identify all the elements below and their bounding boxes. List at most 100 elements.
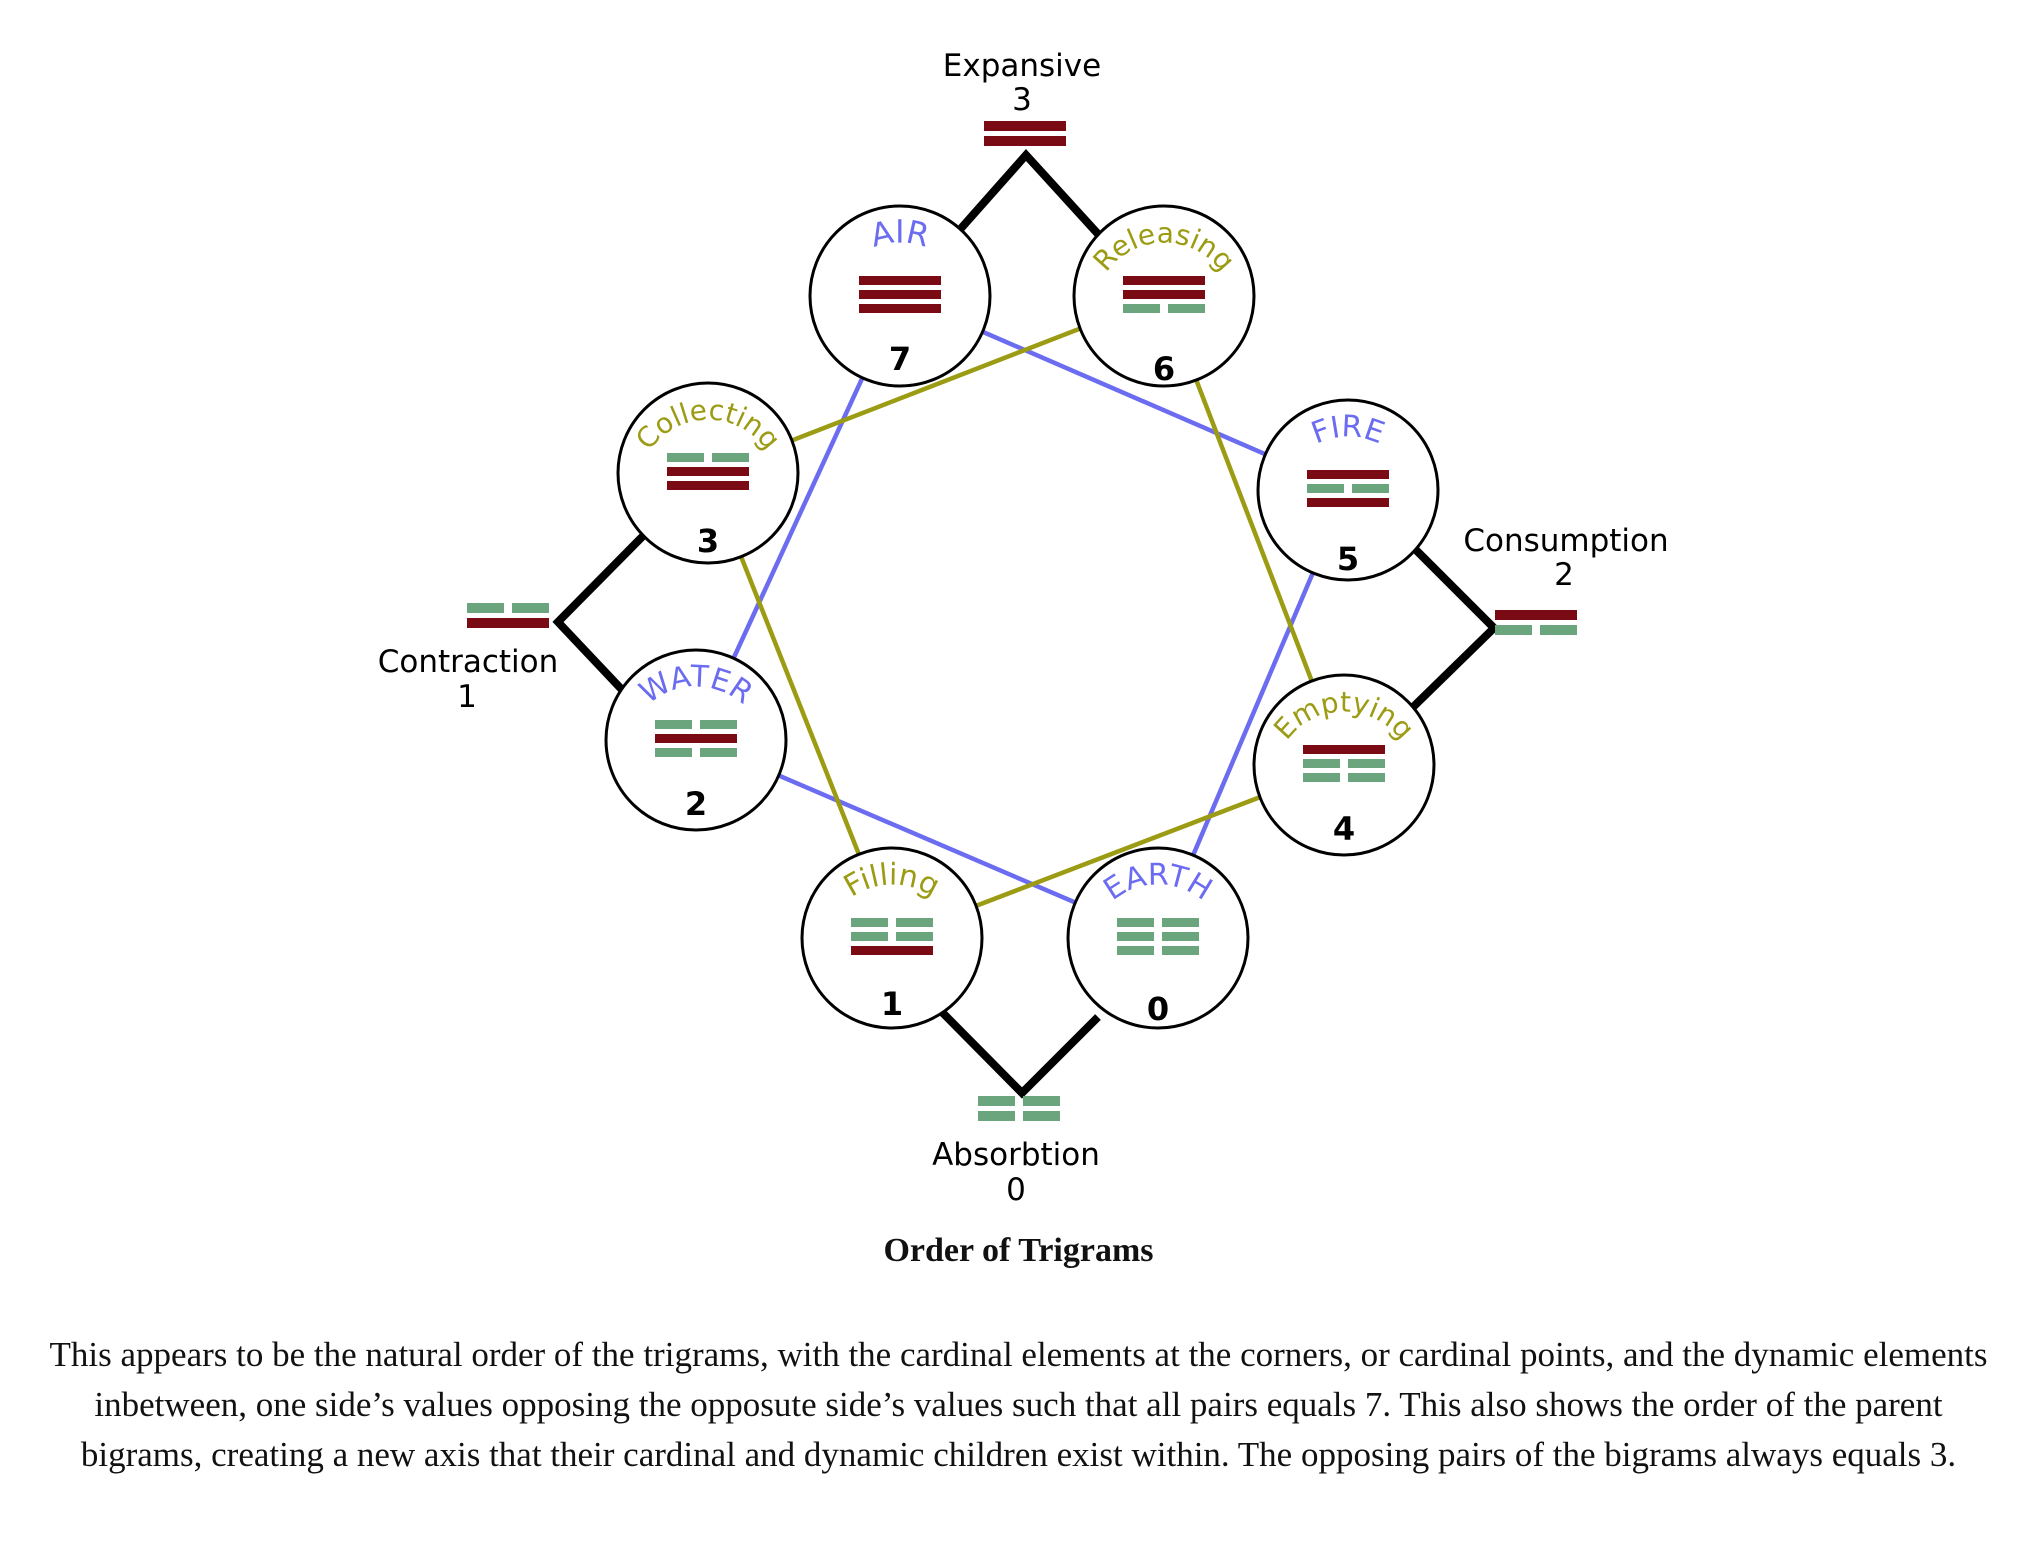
trigram-water-yin-line-1-left xyxy=(655,720,692,729)
trigram-earth-yin-line-1-left xyxy=(1117,918,1154,927)
bigram-absorbtion-name: Absorbtion xyxy=(932,1137,1100,1173)
trigram-filling-value: 1 xyxy=(881,985,903,1023)
trigram-fire-yin-line-2-right xyxy=(1352,484,1389,493)
trigram-water-value: 2 xyxy=(685,785,707,823)
trigram-earth-yin-line-3-left xyxy=(1117,946,1154,955)
trigram-releasing-yin-line-3-right xyxy=(1168,304,1205,313)
trigram-emptying-yang-line-1 xyxy=(1303,745,1385,754)
trigram-earth-yin-line-1-right xyxy=(1162,918,1199,927)
bigram-expansive-lines xyxy=(984,121,1066,146)
trigram-air-name: AIR xyxy=(867,213,933,255)
trigram-water-yin-line-1-right xyxy=(700,720,737,729)
trigram-releasing-yang-line-1 xyxy=(1123,276,1205,285)
trigram-fire-circle xyxy=(1256,398,1440,582)
trigram-filling-circle xyxy=(800,846,984,1030)
trigram-collecting-yin-line-1-right xyxy=(712,453,749,462)
bigram-contraction-lines xyxy=(467,603,549,628)
trigram-air-yang-line-3 xyxy=(859,304,941,313)
trigram-air-yang-line-1 xyxy=(859,276,941,285)
trigram-fire-yang-line-3 xyxy=(1307,498,1389,507)
trigram-earth-circle xyxy=(1066,846,1250,1030)
trigram-filling: Filling 1 xyxy=(800,846,984,1030)
trigram-releasing: Releasing 6 xyxy=(1072,204,1256,388)
contraction-connector xyxy=(552,532,647,697)
trigram-diagram: AIR 7 Releasing 6 FIRE 5 Emptying 4 EART… xyxy=(378,48,1669,1208)
trigram-collecting-value: 3 xyxy=(697,522,719,560)
trigram-air-yang-line-2 xyxy=(859,290,941,299)
trigram-collecting-lines xyxy=(667,453,749,490)
trigram-filling-yin-line-2-left xyxy=(851,932,888,941)
bigram-consumption-lines xyxy=(1495,610,1577,635)
trigram-earth: EARTH 0 xyxy=(1066,846,1250,1030)
bigram-contraction-yin-line-1-left xyxy=(467,603,504,613)
trigram-water: WATER 2 xyxy=(604,648,788,832)
bigram-absorbtion-yin-line-2-left xyxy=(978,1111,1015,1121)
trigram-filling-yin-line-2-right xyxy=(896,932,933,941)
bigram-contraction-yin-line-1-right xyxy=(512,603,549,613)
trigram-earth-yin-line-2-right xyxy=(1162,932,1199,941)
dynamic-square xyxy=(705,293,1347,941)
bigram-expansive: Expansive 3 xyxy=(943,48,1101,146)
bigram-contraction: Contraction 1 xyxy=(378,603,559,715)
figure-title: Order of Trigrams xyxy=(883,1232,1154,1269)
trigram-earth-yin-line-2-left xyxy=(1117,932,1154,941)
trigram-fire-name: FIRE xyxy=(1307,409,1389,451)
bigram-absorbtion-value: 0 xyxy=(1006,1172,1026,1208)
trigram-filling-yang-line-3 xyxy=(851,946,933,955)
bigram-contraction-yang-line-2 xyxy=(467,618,549,628)
trigram-water-yin-line-3-right xyxy=(700,748,737,757)
trigram-emptying-value: 4 xyxy=(1333,810,1355,848)
cardinal-square xyxy=(693,293,1351,941)
bigram-expansive-yang-line-2 xyxy=(984,136,1066,146)
trigram-releasing-yang-line-2 xyxy=(1123,290,1205,299)
trigram-fire-yin-line-2-left xyxy=(1307,484,1344,493)
trigram-fire-lines xyxy=(1307,470,1389,507)
trigram-releasing-yin-line-3-left xyxy=(1123,304,1160,313)
trigram-earth-yin-line-3-right xyxy=(1162,946,1199,955)
trigram-collecting-yang-line-2 xyxy=(667,467,749,476)
bigram-consumption-name: Consumption xyxy=(1463,523,1668,559)
bigram-consumption-yin-line-2-left xyxy=(1495,625,1532,635)
trigram-earth-value: 0 xyxy=(1147,990,1169,1028)
bigram-absorbtion-yin-line-1-left xyxy=(978,1096,1015,1106)
bigram-absorbtion-yin-line-2-right xyxy=(1023,1111,1060,1121)
bigram-absorbtion: Absorbtion 0 xyxy=(932,1096,1100,1208)
bigram-contraction-value: 1 xyxy=(457,679,477,715)
trigram-releasing-value: 6 xyxy=(1153,350,1175,388)
trigram-water-lines xyxy=(655,720,737,757)
bigram-absorbtion-lines xyxy=(978,1096,1060,1121)
trigram-filling-yin-line-1-right xyxy=(896,918,933,927)
trigram-fire: FIRE 5 xyxy=(1256,398,1440,582)
bigram-expansive-value: 3 xyxy=(1012,82,1032,118)
trigram-collecting-yang-line-3 xyxy=(667,481,749,490)
trigram-filling-yin-line-1-left xyxy=(851,918,888,927)
absorbtion-connector xyxy=(929,999,1101,1099)
bigram-consumption: Consumption 2 xyxy=(1463,523,1669,635)
trigram-filling-lines xyxy=(851,918,933,955)
trigram-emptying-yin-line-2-right xyxy=(1348,759,1385,768)
trigram-emptying-circle xyxy=(1252,673,1436,857)
trigram-releasing-lines xyxy=(1123,276,1205,313)
expansive-connector xyxy=(953,149,1101,237)
consumption-connector xyxy=(1405,541,1500,715)
trigram-air-value: 7 xyxy=(889,340,911,378)
bigram-consumption-value: 2 xyxy=(1554,557,1574,593)
trigram-air: AIR 7 xyxy=(808,204,992,388)
trigram-emptying-lines xyxy=(1303,745,1385,782)
bigram-consumption-yin-line-2-right xyxy=(1540,625,1577,635)
trigram-emptying-yin-line-3-left xyxy=(1303,773,1340,782)
trigram-emptying-yin-line-3-right xyxy=(1348,773,1385,782)
bigram-consumption-yang-line-1 xyxy=(1495,610,1577,620)
bigram-connectors xyxy=(552,149,1500,1099)
trigram-earth-lines xyxy=(1117,918,1199,955)
trigram-collecting-yin-line-1-left xyxy=(667,453,704,462)
trigram-emptying-yin-line-2-left xyxy=(1303,759,1340,768)
trigram-emptying: Emptying 4 xyxy=(1252,673,1436,857)
bigram-absorbtion-yin-line-1-right xyxy=(1023,1096,1060,1106)
bigram-expansive-yang-line-1 xyxy=(984,121,1066,131)
bigram-expansive-name: Expansive xyxy=(943,48,1101,84)
trigram-water-yin-line-3-left xyxy=(655,748,692,757)
bigram-contraction-name: Contraction xyxy=(378,644,559,680)
trigram-fire-yang-line-1 xyxy=(1307,470,1389,479)
trigram-water-yang-line-2 xyxy=(655,734,737,743)
